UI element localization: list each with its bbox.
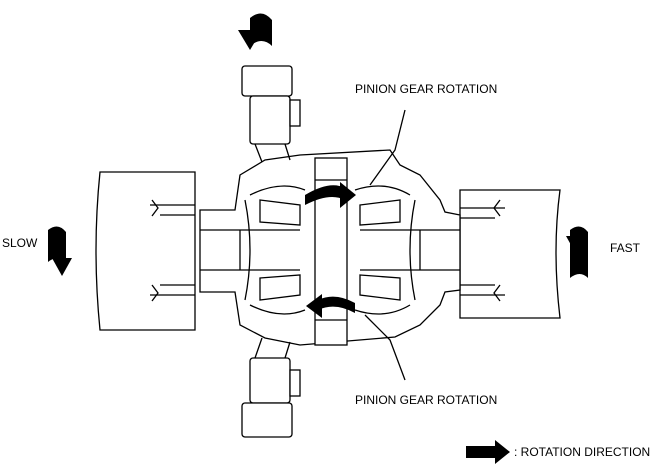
bottom-bearing-assembly [241, 337, 301, 438]
slow-label: SLOW [2, 236, 38, 250]
top-bearing-assembly [241, 65, 301, 163]
pinion-bottom-rotation-arrow [306, 294, 355, 318]
leader-line-top [369, 109, 406, 186]
pinion-gear-rotation-label-bottom: PINION GEAR ROTATION [355, 393, 498, 407]
leader-line-bottom [364, 314, 406, 381]
slow-rotation-arrow [48, 226, 72, 276]
fast-label: FAST [610, 241, 641, 255]
input-rotation-arrow [238, 13, 272, 50]
legend-label: : ROTATION DIRECTION [514, 445, 651, 459]
fast-rotation-arrow [566, 226, 588, 278]
left-axle-shaft [95, 171, 196, 331]
pinion-top-rotation-arrow [305, 182, 356, 208]
legend-arrow-icon [466, 440, 510, 464]
right-axle-shaft [459, 189, 561, 319]
pinion-gear-rotation-label-top: PINION GEAR ROTATION [355, 82, 498, 96]
